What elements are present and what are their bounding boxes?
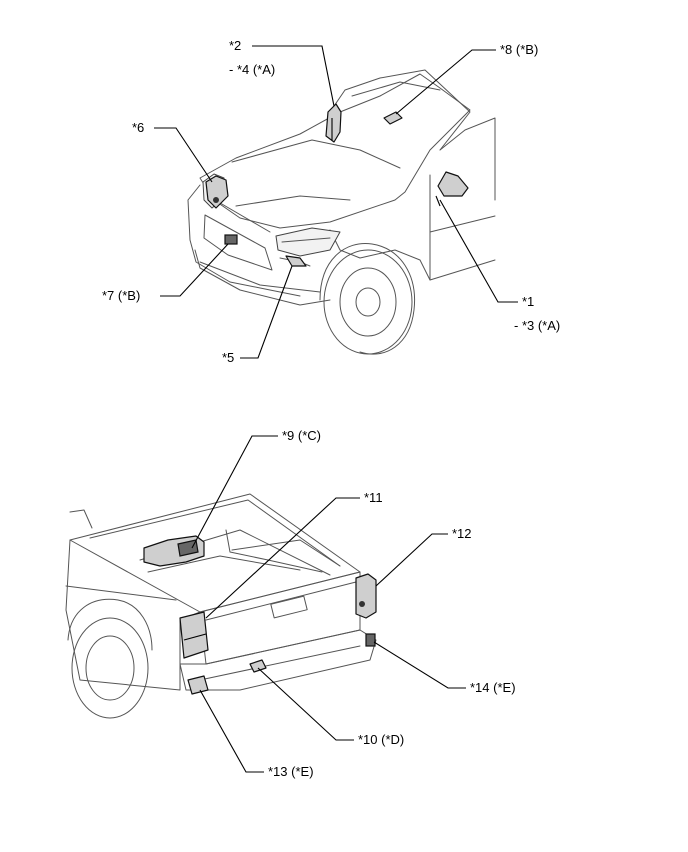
part-14-rear-sensor-right [365,633,376,647]
part-1-side-mirror [435,171,469,207]
part-11-tail-lamp-left [179,611,209,659]
callout-14: *14 (*E) [470,680,516,695]
callout-11: *11 [364,490,383,505]
callout-5: *5 [222,350,234,365]
leader-6 [154,127,213,183]
leader-14 [373,641,466,689]
part-9-bed-unit [143,535,205,567]
rear-vehicle-illustration [65,493,377,719]
leader-1 [439,199,518,303]
leader-13 [199,689,264,773]
part-5-front-fog [285,255,307,267]
part-2-windshield-camera [325,103,342,143]
part-13-rear-sensor-left [187,675,209,695]
callout-7: *7 (*B) [102,288,140,303]
callout-13: *13 (*E) [268,764,314,779]
callout-1: *1 [522,294,534,309]
callout-6: *6 [132,120,144,135]
leader-10 [257,667,354,741]
callout-4: - *4 (*A) [229,62,275,77]
callout-2: *2 [229,38,241,53]
leader-11 [205,497,360,619]
part-6-headlamp-left [205,175,229,209]
callout-9: *9 (*C) [282,428,321,443]
part-7-front-sensor [224,234,238,245]
leader-9 [191,435,278,549]
callout-10: *10 (*D) [358,732,404,747]
callout-12: *12 [452,526,472,541]
leader-2 [252,45,335,107]
leader-7 [160,243,229,297]
callout-3: - *3 (*A) [514,318,560,333]
leader-5 [240,265,293,359]
leader-12 [375,533,448,587]
part-10-hitch-connector [249,659,267,673]
leader-8 [395,49,496,115]
part-12-tail-lamp-right [355,573,377,619]
callout-8: *8 (*B) [500,42,538,57]
part-8-rain-sensor [383,111,403,125]
